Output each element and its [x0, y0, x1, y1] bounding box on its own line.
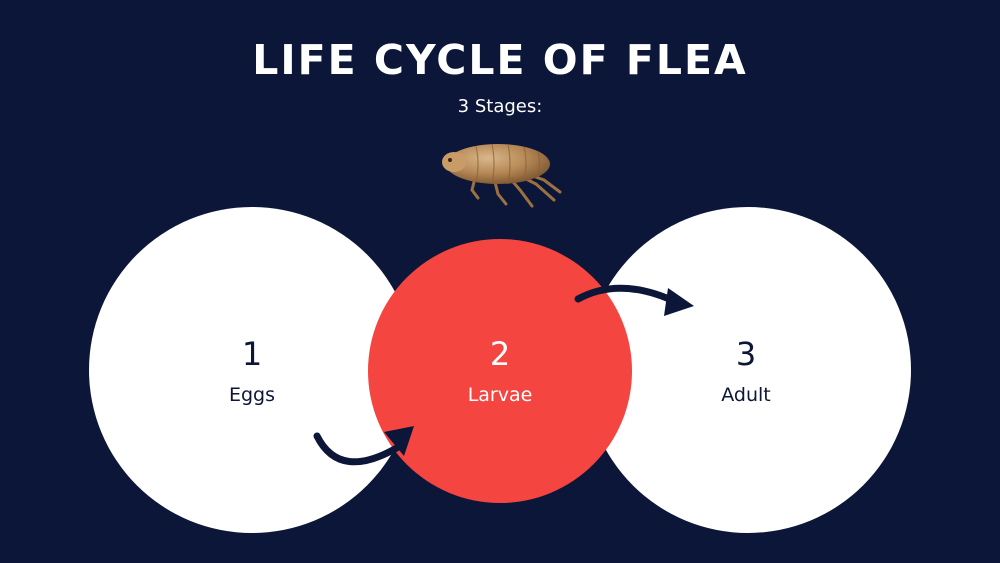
stage-circle-eggs — [89, 207, 415, 533]
page-subtitle: 3 Stages: — [457, 96, 543, 117]
stage-circle-adult — [585, 207, 911, 533]
stage-number-larvae: 2 — [489, 335, 511, 373]
stage-label-adult: Adult — [721, 384, 771, 406]
stage-label-eggs: Eggs — [228, 384, 276, 406]
stage-circle-larvae — [368, 239, 632, 503]
stage-number-adult: 3 — [735, 335, 757, 373]
stage-number-eggs: 1 — [241, 335, 263, 373]
page-title: LIFE CYCLE OF FLEA — [252, 36, 748, 84]
flea-icon — [442, 143, 562, 208]
stage-label-larvae: Larvae — [467, 384, 533, 406]
